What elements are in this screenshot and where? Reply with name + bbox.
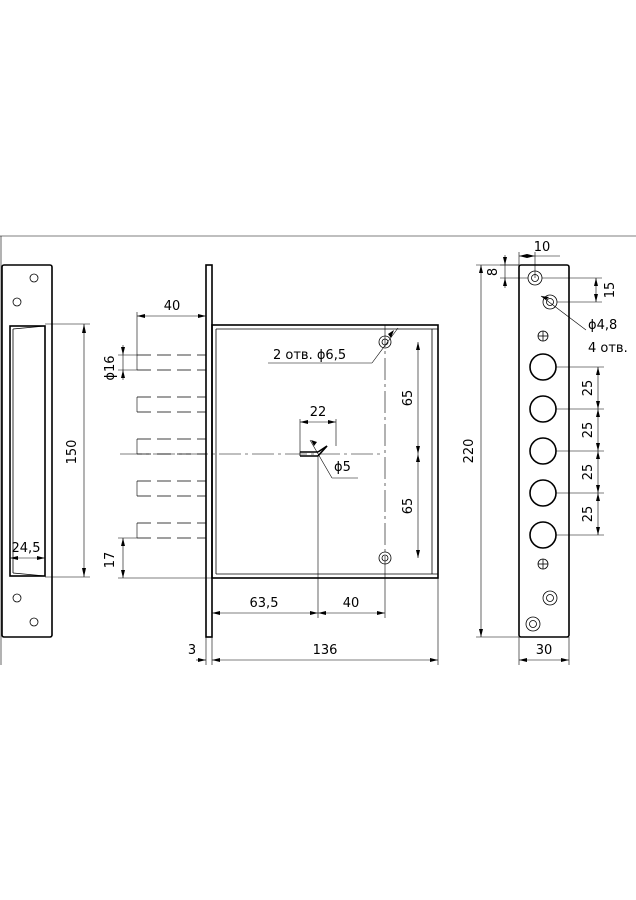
center-lines	[120, 325, 386, 575]
dim-150-label: 150	[65, 440, 80, 465]
dim-25-4-label: 25	[581, 506, 596, 523]
cam-slot	[299, 445, 328, 457]
bolts-hidden	[136, 354, 206, 539]
dim-22-label: 22	[310, 405, 327, 420]
dim-3-label: 3	[188, 643, 196, 658]
dimension-faceplate-length: 220	[462, 264, 519, 638]
frame-lines	[0, 235, 636, 665]
dimension-faceplate-hole-offsets: 10 8	[486, 240, 560, 288]
dimension-strike-length: 150	[45, 323, 90, 578]
dim-phi5-label: ϕ5	[334, 460, 351, 475]
dim-65-top-label: 65	[401, 390, 416, 407]
dim-63-5-label: 63,5	[250, 596, 279, 611]
dim-24-5-label: 24,5	[12, 541, 41, 556]
note-screw-holes: ϕ4,8 4 отв.	[540, 295, 628, 356]
dimension-cam-position: 63,5 40	[212, 456, 386, 618]
dimension-faceplate-hole-pitch: 15	[542, 277, 618, 303]
dimension-faceplate-width: 30	[518, 637, 570, 665]
dim-40-bottom-label: 40	[343, 596, 360, 611]
dim-25-2-label: 25	[581, 422, 596, 439]
dimension-bolt-diameter: ϕ16	[103, 345, 137, 381]
dim-8-label: 8	[486, 268, 501, 276]
dimension-body-depth: 3 136	[188, 578, 439, 665]
lock-faceplate-side	[205, 264, 213, 638]
dim-10-label: 10	[534, 240, 551, 255]
dim-30-label: 30	[536, 643, 553, 658]
dimension-strike-slot: 24,5	[10, 541, 45, 560]
dim-65-bottom-label: 65	[401, 498, 416, 515]
dim-15-label: 15	[603, 282, 618, 299]
dimension-cam-hole: ϕ5	[309, 439, 358, 479]
dim-40-top-label: 40	[164, 299, 181, 314]
dimension-cam-width: 22	[299, 405, 337, 452]
dimension-bolt-pitch: 25 25 25 25	[556, 366, 604, 536]
dim-25-3-label: 25	[581, 464, 596, 481]
dim-25-1-label: 25	[581, 380, 596, 397]
lock-case	[211, 324, 439, 579]
dimension-bolt-bottom: 17	[103, 537, 212, 579]
dim-136-label: 136	[313, 643, 338, 658]
dim-17-label: 17	[103, 552, 118, 569]
note-screw-hole-count: 4 отв.	[588, 341, 628, 356]
dim-phi16-label: ϕ16	[103, 355, 118, 380]
dim-220-label: 220	[462, 439, 477, 464]
note-mount-holes: 2 отв. ϕ6,5	[268, 327, 399, 364]
dimension-hole-spacing: 65 65	[401, 342, 420, 558]
note-screw-hole-diameter: ϕ4,8	[588, 318, 617, 333]
strike-plate	[1, 264, 53, 638]
dimension-bolt-offset: 40	[136, 299, 206, 355]
note-mount-holes-label: 2 отв. ϕ6,5	[273, 348, 346, 363]
